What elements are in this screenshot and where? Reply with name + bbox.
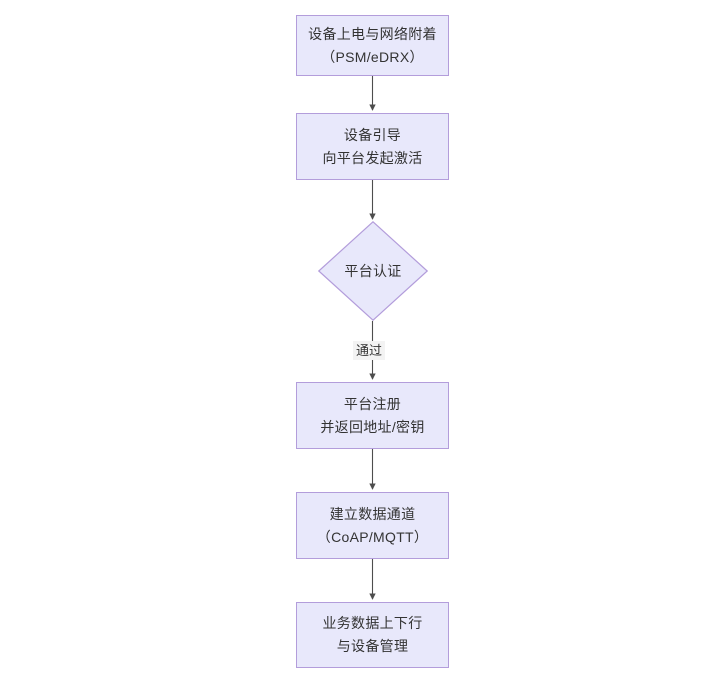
- diamond-shape: [318, 221, 428, 321]
- node-auth[interactable]: 平台认证: [318, 221, 428, 321]
- node-power-on-line1: 设备上电与网络附着: [308, 25, 437, 42]
- node-data-mgmt-line1: 业务数据上下行: [322, 615, 423, 631]
- node-data-mgmt-line2: 与设备管理: [336, 638, 409, 654]
- edge-label-pass: 通过: [353, 341, 386, 360]
- node-data-mgmt[interactable]: 业务数据上下行 与设备管理: [296, 602, 449, 668]
- node-register-line2: 并返回地址/密钥: [320, 418, 425, 435]
- node-bootstrap-line1: 设备引导: [343, 126, 402, 143]
- node-auth-label: 平台认证: [344, 262, 402, 279]
- node-bootstrap-line2: 向平台发起激活: [322, 149, 423, 166]
- node-channel[interactable]: 建立数据通道 （CoAP/MQTT）: [296, 492, 449, 559]
- node-power-on[interactable]: 设备上电与网络附着 （PSM/eDRX）: [296, 15, 449, 76]
- node-register-line1: 平台注册: [343, 395, 402, 412]
- node-channel-line2: （CoAP/MQTT）: [316, 528, 429, 545]
- node-bootstrap[interactable]: 设备引导 向平台发起激活: [296, 113, 449, 180]
- node-register[interactable]: 平台注册 并返回地址/密钥: [296, 382, 449, 449]
- node-power-on-line2: （PSM/eDRX）: [321, 48, 424, 65]
- node-channel-line1: 建立数据通道: [329, 505, 416, 522]
